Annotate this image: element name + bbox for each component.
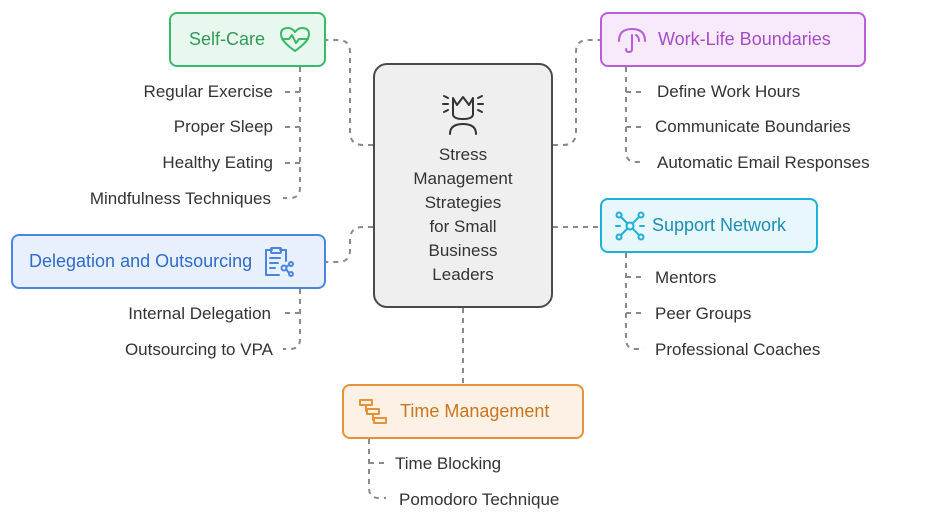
branch-support-network-label: Support Network [652,215,787,235]
list-item: Regular Exercise [143,82,273,101]
branch-work-life-boundaries: Work-Life Boundaries [600,12,866,67]
list-item: Time Blocking [395,454,502,473]
list-item: Pomodoro Technique [399,490,560,509]
umbrella-icon [618,27,646,53]
central-topic-line: Management [413,169,513,188]
central-topic-line: Business [428,241,498,260]
branch-time-management-label: Time Management [400,401,550,421]
list-item: Communicate Boundaries [655,117,851,136]
connector-delegation-items [283,289,301,350]
gantt-timeline-icon [359,398,387,424]
list-item: Internal Delegation [128,304,271,323]
central-topic-line: Strategies [424,193,502,212]
list-item: Professional Coaches [655,340,821,359]
central-topic-line: Leaders [432,265,494,284]
connector-self-care-items [283,67,301,199]
branch-support-network: Support Network [600,198,818,253]
list-item: Mentors [655,268,717,287]
clipboard-share-icon [265,246,295,277]
list-item: Automatic Email Responses [657,153,870,172]
branch-self-care: Self-Care [169,12,326,67]
branch-work-life-boundaries-label: Work-Life Boundaries [658,29,831,49]
connector-support-items [625,253,644,350]
list-item: Mindfulness Techniques [89,189,271,208]
central-topic-line: for Small [429,217,497,236]
central-topic-line: Stress [438,145,488,164]
network-nodes-icon [615,211,645,240]
branch-delegation-outsourcing: Delegation and Outsourcing [11,234,326,289]
connector-time-items [368,439,386,499]
branch-delegation-outsourcing-label: Delegation and Outsourcing [29,251,253,271]
list-item: Define Work Hours [657,82,801,101]
branch-time-management: Time Management [342,384,584,439]
central-topic-title: Stress Management Strategies for Small B… [373,143,553,287]
central-topic-box [373,63,553,308]
connector-delegation [326,226,373,263]
list-item: Healthy Eating [162,153,273,172]
connector-work-life-items [625,67,644,163]
list-item: Peer Groups [655,304,752,323]
connector-self-care [326,39,373,146]
leader-crown-icon [442,95,484,135]
list-item: Outsourcing to VPA [124,340,273,359]
heart-pulse-icon [280,26,311,52]
connector-work-life [553,39,600,146]
list-item: Proper Sleep [173,117,273,136]
branch-self-care-label: Self-Care [189,29,266,49]
